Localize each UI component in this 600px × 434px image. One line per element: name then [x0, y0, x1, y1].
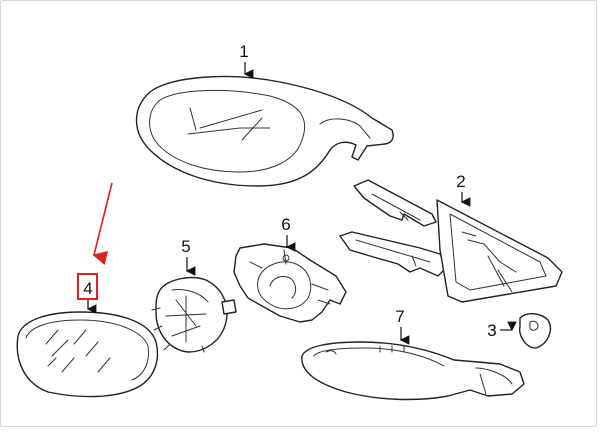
callout-label-6: 6 — [281, 215, 290, 234]
part-7-lower-cover — [301, 341, 525, 401]
part-6-bracket — [233, 243, 347, 323]
callout-label-5: 5 — [181, 237, 190, 256]
callout-label-2: 2 — [456, 172, 465, 191]
callout-3: 3 — [487, 321, 517, 340]
callout-4: 4 — [77, 182, 113, 314]
callout-1: 1 — [239, 42, 254, 79]
callout-6: 6 — [281, 215, 296, 252]
part-2-mirror-base — [339, 179, 563, 303]
red-indicator-arrow — [92, 182, 113, 266]
callout-label-4: 4 — [83, 279, 92, 298]
diagram-frame — [0, 0, 597, 427]
part-3-cap — [519, 313, 552, 349]
part-1-mirror-housing — [135, 75, 394, 187]
callout-2: 2 — [456, 172, 471, 207]
callout-label-1: 1 — [239, 42, 248, 61]
part-5-mirror-motor — [151, 276, 237, 353]
callout-5: 5 — [181, 237, 196, 276]
callout-label-3: 3 — [487, 321, 496, 340]
callout-7: 7 — [395, 307, 410, 345]
callout-label-7: 7 — [395, 307, 404, 326]
part-4-mirror-glass — [16, 311, 159, 398]
callout-4-highlight-box — [77, 273, 98, 300]
